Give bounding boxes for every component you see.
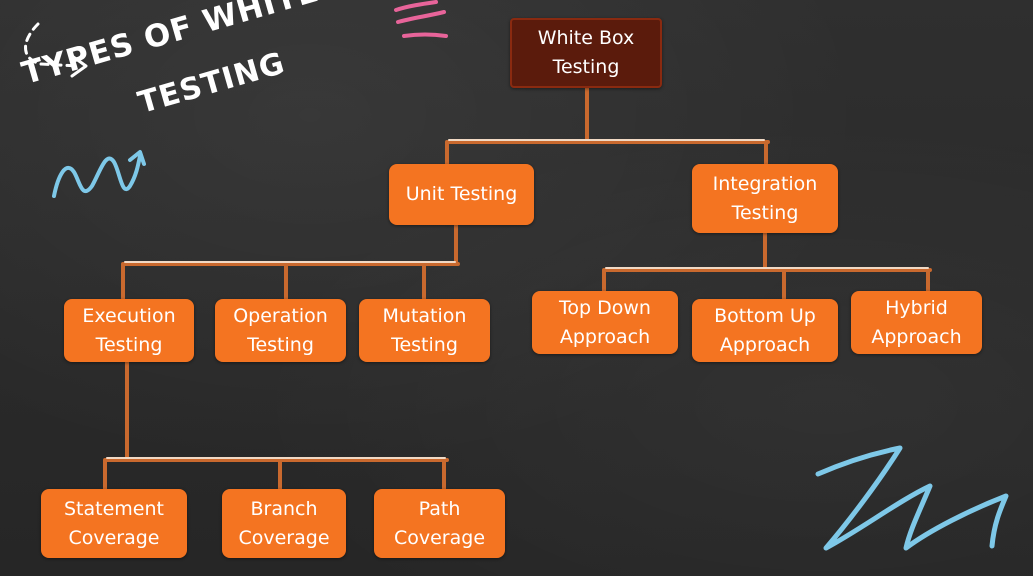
- connector-integration: [602, 230, 932, 302]
- node-top-down-approach: Top Down Approach: [532, 291, 678, 354]
- node-hybrid-approach: Hybrid Approach: [851, 291, 982, 354]
- node-white-box-testing: White Box Testing: [510, 18, 662, 88]
- node-operation-testing: Operation Testing: [215, 299, 346, 362]
- node-path-coverage: Path Coverage: [374, 489, 505, 558]
- node-bottom-up-approach: Bottom Up Approach: [692, 299, 838, 362]
- node-branch-coverage: Branch Coverage: [222, 489, 346, 558]
- node-execution-testing: Execution Testing: [64, 299, 194, 362]
- connector-execution: [103, 360, 449, 492]
- node-unit-testing: Unit Testing: [389, 164, 534, 225]
- node-integration-testing: Integration Testing: [692, 164, 838, 233]
- node-mutation-testing: Mutation Testing: [359, 299, 490, 362]
- connector-unit: [121, 222, 460, 302]
- node-statement-coverage: Statement Coverage: [41, 489, 187, 558]
- connector-root: [445, 84, 770, 168]
